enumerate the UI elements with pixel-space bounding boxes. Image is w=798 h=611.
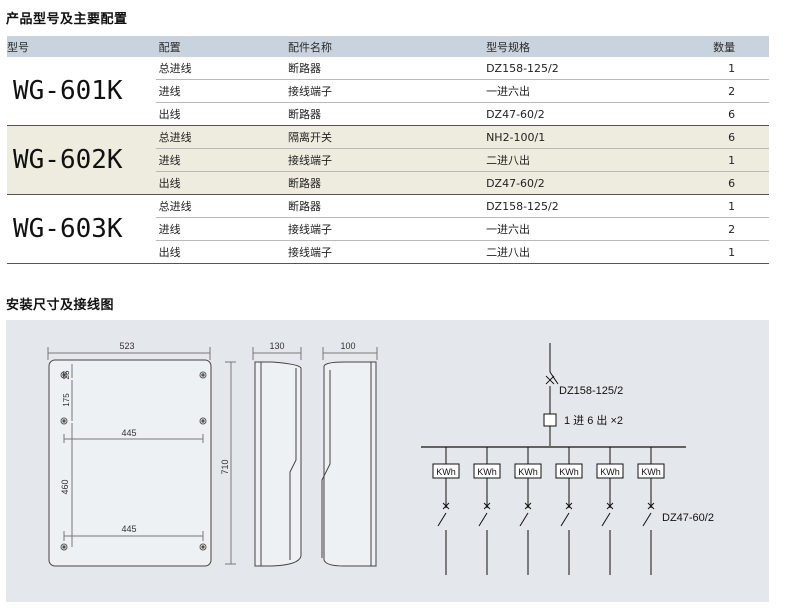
dim-175-label: 175 <box>62 393 71 407</box>
side2-width-label: 100 <box>340 341 355 351</box>
model-cell: WG-603K <box>7 194 156 264</box>
spec-cell: DZ158-125/2 <box>486 57 714 80</box>
side-view-deep <box>252 347 302 567</box>
branch-breaker-label: DZ47-60/2 <box>662 512 714 524</box>
side-view-shallow <box>321 347 378 567</box>
table-row: WG-603K 总进线 断路器 DZ158-125/2 1 <box>7 194 769 264</box>
qty-cell: 6 <box>713 102 769 126</box>
model-cell: WG-602K <box>7 125 156 195</box>
kwh-meter-label: KWh <box>600 467 620 477</box>
branch-circuit: KWh <box>473 447 501 575</box>
qty-cell: 6 <box>713 171 769 195</box>
dim-710-label: 710 <box>220 459 230 474</box>
table-row: 出线 断路器 DZ47-60/2 6 <box>7 102 769 126</box>
part-cell: 断路器 <box>288 57 487 80</box>
dim-460-label: 460 <box>60 479 70 494</box>
dim-width-label: 523 <box>119 341 134 351</box>
branch-circuit: KWh <box>555 447 583 575</box>
branch-circuit: KWh <box>514 447 542 575</box>
header-model: 型号 <box>7 36 156 57</box>
table-row: 进线 接线端子 一进六出 2 <box>7 79 769 103</box>
header-qty: 数量 <box>713 36 769 57</box>
part-cell: 接线端子 <box>288 240 487 264</box>
wiring-diagram <box>421 343 686 448</box>
front-view <box>47 347 236 567</box>
header-spec: 型号规格 <box>486 36 714 57</box>
config-cell: 出线 <box>155 102 288 126</box>
spec-cell: DZ47-60/2 <box>486 102 714 126</box>
part-cell: 断路器 <box>288 171 487 195</box>
branch-circuit: KWh <box>596 447 624 575</box>
qty-cell: 1 <box>713 194 769 218</box>
qty-cell: 6 <box>713 125 769 149</box>
table-header-row: 型号 配置 配件名称 型号规格 数量 <box>7 36 769 57</box>
spec-cell: DZ158-125/2 <box>486 194 714 218</box>
section-title-drawing: 安装尺寸及接线图 <box>6 298 115 313</box>
main-breaker-label: DZ158-125/2 <box>559 385 623 397</box>
config-cell: 出线 <box>155 240 288 264</box>
part-cell: 断路器 <box>288 194 487 218</box>
config-cell: 出线 <box>155 171 288 195</box>
table-row: WG-602K 总进线 隔离开关 NH2-100/1 6 <box>7 125 769 195</box>
dim-445-top-label: 445 <box>121 428 136 438</box>
table-row: WG-601K 总进线 断路器 DZ158-125/2 1 <box>7 57 769 126</box>
branch-circuit: KWh <box>432 447 460 575</box>
qty-cell: 1 <box>713 148 769 172</box>
spec-table: 型号 配置 配件名称 型号规格 数量 WG-601K 总进线 断路器 DZ158… <box>7 36 769 264</box>
spec-cell: 一进六出 <box>486 79 714 103</box>
dim-445-bottom-label: 445 <box>121 524 136 534</box>
kwh-meter-label: KWh <box>436 467 456 477</box>
spec-cell: 一进六出 <box>486 217 714 241</box>
part-cell: 接线端子 <box>288 79 487 103</box>
branch-circuits: KWh KWh KWh KWh KWh KWh <box>432 447 665 575</box>
kwh-meter-label: KWh <box>477 467 497 477</box>
spec-cell: 二进八出 <box>486 240 714 264</box>
qty-cell: 2 <box>713 79 769 103</box>
part-cell: 隔离开关 <box>288 125 487 149</box>
qty-cell: 1 <box>713 240 769 264</box>
config-cell: 进线 <box>155 79 288 103</box>
part-cell: 接线端子 <box>288 217 487 241</box>
header-part-name: 配件名称 <box>288 36 487 57</box>
qty-cell: 1 <box>713 57 769 80</box>
table-row: 出线 接线端子 二进八出 1 <box>7 240 769 264</box>
spec-cell: DZ47-60/2 <box>486 171 714 195</box>
kwh-meter-label: KWh <box>559 467 579 477</box>
spec-cell: NH2-100/1 <box>486 125 714 149</box>
table-row: 出线 断路器 DZ47-60/2 6 <box>7 171 769 195</box>
header-config: 配置 <box>155 36 288 57</box>
spec-cell: 二进八出 <box>486 148 714 172</box>
qty-cell: 2 <box>713 217 769 241</box>
config-cell: 总进线 <box>155 194 288 218</box>
branch-circuit: KWh <box>637 447 665 575</box>
kwh-meter-label: KWh <box>641 467 661 477</box>
model-cell: WG-601K <box>7 57 156 126</box>
config-cell: 进线 <box>155 148 288 172</box>
config-cell: 总进线 <box>155 125 288 149</box>
terminal-label: 1 进 6 出 ×2 <box>564 413 623 427</box>
kwh-meter-label: KWh <box>518 467 538 477</box>
table-row: 进线 接线端子 二进八出 1 <box>7 148 769 172</box>
config-cell: 总进线 <box>155 57 288 80</box>
section-title-models: 产品型号及主要配置 <box>6 12 128 27</box>
part-cell: 断路器 <box>288 102 487 126</box>
dim-25-label: 25 <box>62 370 71 379</box>
side1-width-label: 130 <box>269 341 284 351</box>
installation-drawing: 523 25 175 445 460 445 710 130 100 DZ <box>47 341 714 575</box>
config-cell: 进线 <box>155 217 288 241</box>
part-cell: 接线端子 <box>288 148 487 172</box>
table-row: 进线 接线端子 一进六出 2 <box>7 217 769 241</box>
